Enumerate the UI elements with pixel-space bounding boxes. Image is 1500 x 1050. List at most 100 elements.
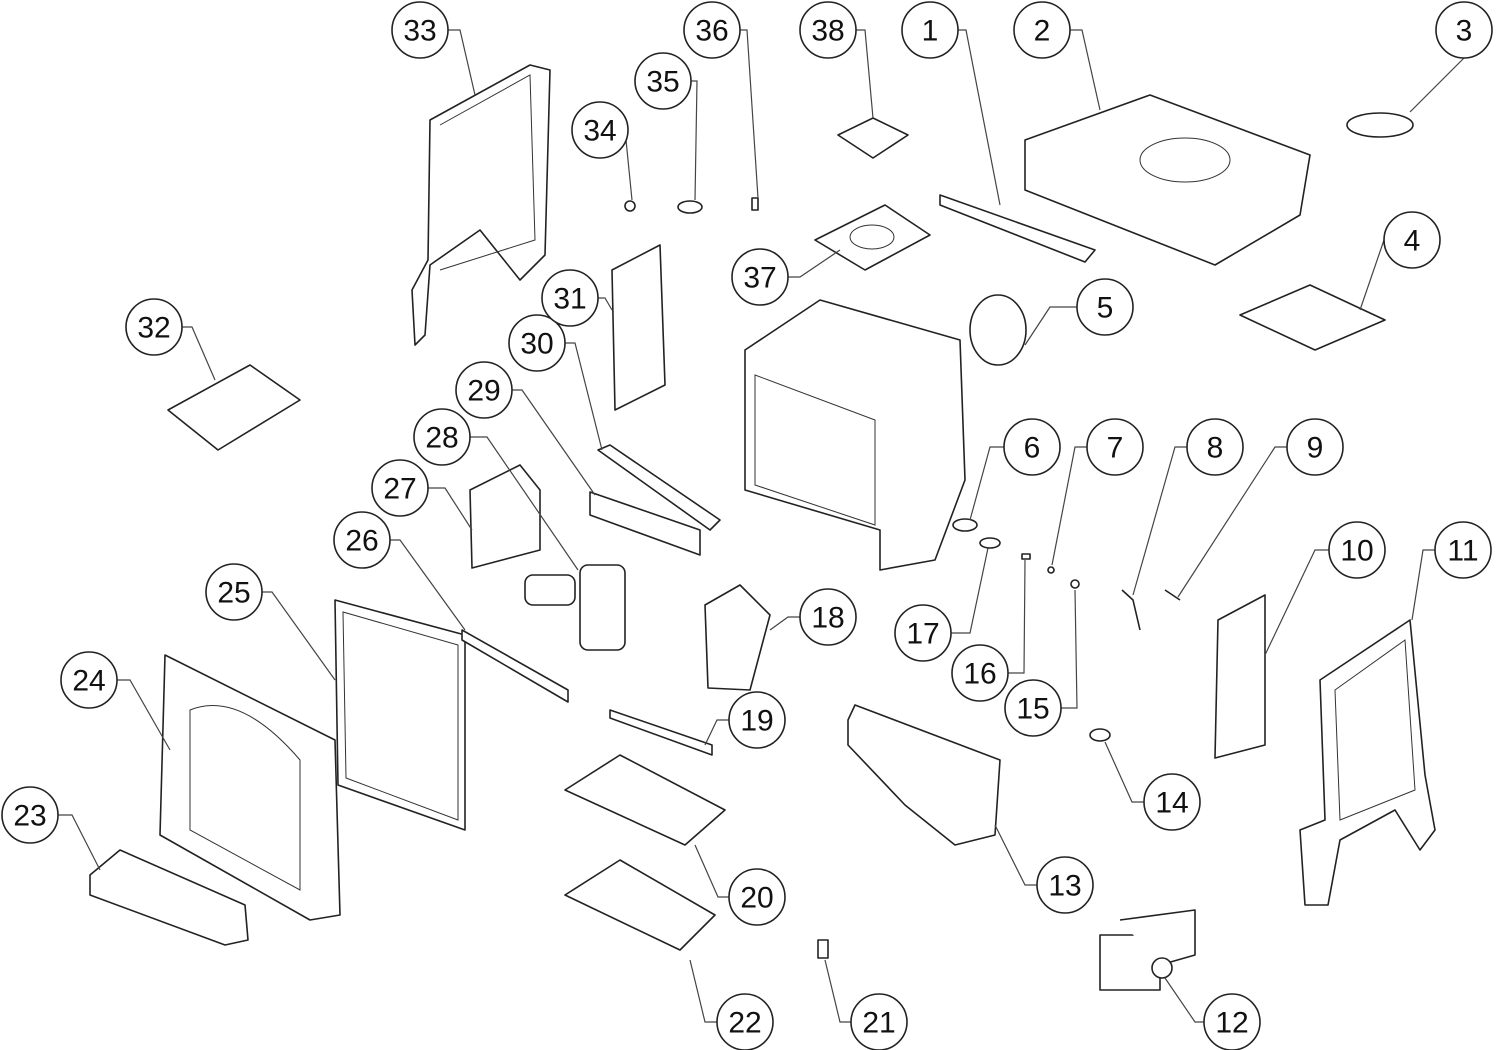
- leader-line-32: [182, 326, 216, 381]
- callout-number: 19: [740, 705, 773, 738]
- callout-bubble: [1383, 211, 1441, 269]
- callout-35: 35: [634, 52, 692, 110]
- callout-6: 6: [1003, 418, 1061, 476]
- callout-23: 23: [1, 786, 59, 844]
- callout-number: 25: [217, 577, 250, 610]
- part-3-disk: [1346, 112, 1414, 138]
- callout-bubble: [799, 588, 857, 646]
- part-21-clip: [817, 939, 829, 959]
- callout-20: 20: [728, 868, 786, 926]
- callout-bubble: [716, 993, 774, 1050]
- part-22-tray: [564, 859, 716, 951]
- part-38-gasket: [837, 117, 909, 159]
- callout-bubble: [1086, 418, 1144, 476]
- leader-line-23: [58, 814, 101, 871]
- callout-bubble: [1434, 521, 1492, 579]
- leader-line-8: [1132, 446, 1187, 596]
- callout-number: 36: [695, 15, 728, 48]
- leader-line-5: [1024, 306, 1077, 346]
- part-34: [624, 200, 636, 212]
- callout-number: 37: [743, 262, 776, 295]
- callout-number: 35: [646, 66, 679, 99]
- leader-line-15: [1061, 589, 1078, 709]
- callout-28: 28: [413, 408, 471, 466]
- leader-line-29: [512, 389, 596, 496]
- callout-bubble: [731, 248, 789, 306]
- callout-bubble: [901, 1, 959, 59]
- callout-number: 20: [740, 882, 773, 915]
- callout-bubble: [1203, 993, 1261, 1050]
- part-23-ashlip: [89, 849, 249, 946]
- callout-bubble: [1286, 418, 1344, 476]
- callout-8: 8: [1186, 418, 1244, 476]
- leader-line-6: [969, 446, 1004, 521]
- callout-number: 17: [906, 618, 939, 651]
- callout-bubble: [1013, 1, 1071, 59]
- leader-line-36: [740, 29, 759, 199]
- part-19-bracket: [609, 709, 713, 756]
- callout-bubble: [728, 868, 786, 926]
- callout-number: 31: [553, 283, 586, 316]
- part-17-gasket: [979, 537, 1001, 549]
- leader-line-2: [1070, 29, 1101, 111]
- leader-line-1: [958, 29, 1001, 206]
- callout-number: 21: [862, 1007, 895, 1040]
- callout-number: 27: [383, 473, 416, 506]
- callout-bubble: [60, 651, 118, 709]
- leader-lines: [58, 29, 1465, 1023]
- part-12-valve: [1099, 909, 1196, 991]
- part-25-frame: [334, 599, 466, 831]
- callout-16: 16: [951, 644, 1009, 702]
- callout-number: 24: [72, 665, 105, 698]
- part-35: [677, 200, 703, 214]
- callout-5: 5: [1076, 278, 1134, 336]
- callout-2: 2: [1013, 1, 1071, 59]
- parts-layer: [89, 64, 1436, 991]
- callout-number: 22: [728, 1007, 761, 1040]
- callout-36: 36: [683, 1, 741, 59]
- callout-34: 34: [571, 101, 629, 159]
- leader-line-37: [788, 249, 841, 278]
- leader-line-11: [1411, 549, 1435, 621]
- callout-bubble: [799, 1, 857, 59]
- part-30-brick: [597, 444, 721, 531]
- part-5-collar: [969, 294, 1027, 366]
- callout-bubble: [1435, 1, 1493, 59]
- firebox-body: [744, 299, 966, 571]
- leader-line-17: [951, 547, 989, 634]
- callout-17: 17: [894, 604, 952, 662]
- callout-number: 18: [811, 602, 844, 635]
- leader-line-24: [117, 679, 171, 751]
- callout-bubble: [371, 459, 429, 517]
- callout-number: 9: [1307, 432, 1324, 465]
- callout-bubble: [1036, 856, 1094, 914]
- part-36: [751, 197, 759, 211]
- callout-bubble: [571, 101, 629, 159]
- callout-bubble: [728, 691, 786, 749]
- callout-4: 4: [1383, 211, 1441, 269]
- callout-bubble: [683, 1, 741, 59]
- callout-number: 8: [1207, 432, 1224, 465]
- part-6: [952, 518, 978, 532]
- callout-number: 3: [1456, 15, 1473, 48]
- callout-27: 27: [371, 459, 429, 517]
- leader-line-3: [1409, 57, 1465, 113]
- callout-19: 19: [728, 691, 786, 749]
- part-24-front: [159, 654, 341, 921]
- callout-number: 11: [1447, 535, 1478, 568]
- callout-number: 14: [1155, 787, 1188, 820]
- part-27-panel: [469, 464, 541, 569]
- callout-18: 18: [799, 588, 857, 646]
- leader-line-26: [390, 539, 466, 631]
- callout-number: 33: [403, 15, 436, 48]
- part-20-burner: [564, 754, 726, 846]
- part-1-baffle: [939, 194, 1096, 263]
- part-15: [1070, 579, 1080, 589]
- callout-number: 6: [1024, 432, 1041, 465]
- part-13-panel: [847, 704, 1001, 846]
- callout-bubble: [333, 511, 391, 569]
- callout-13: 13: [1036, 856, 1094, 914]
- callout-number: 5: [1097, 292, 1114, 325]
- callout-bubble: [205, 563, 263, 621]
